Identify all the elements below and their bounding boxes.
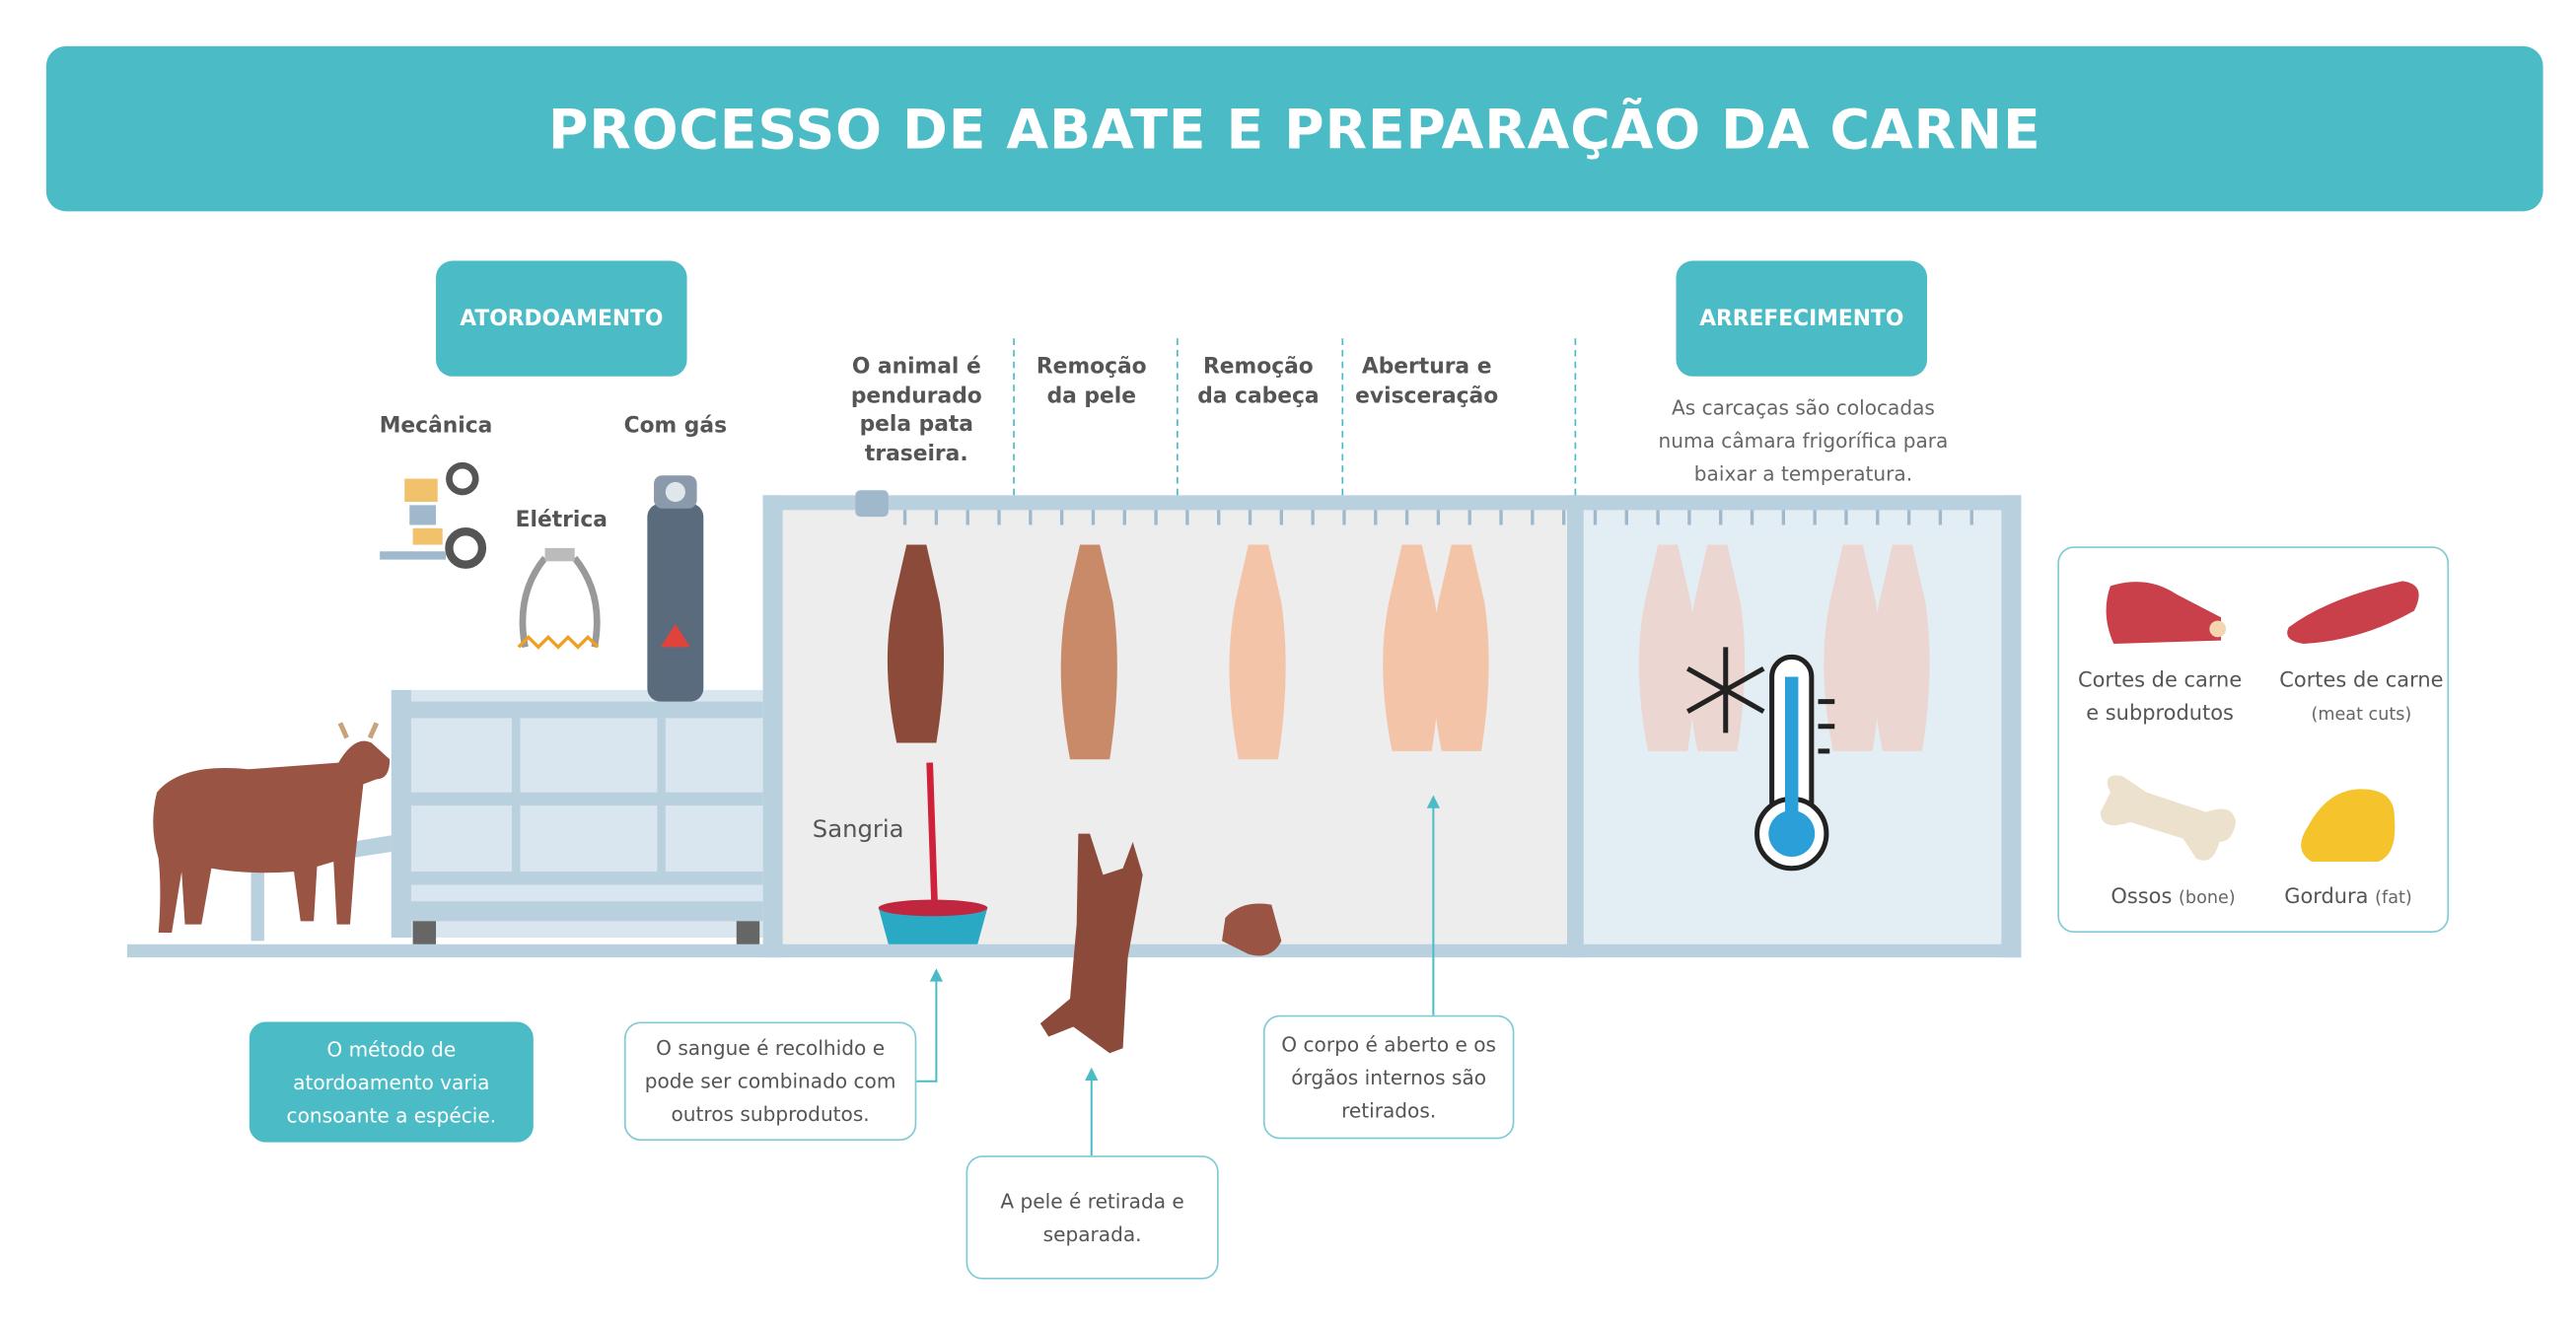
legend-label: Ossos xyxy=(2111,882,2173,908)
carcass xyxy=(1824,544,1881,751)
callout-line: separada. xyxy=(1042,1222,1142,1246)
callout-line: consoante a espécie. xyxy=(286,1103,497,1127)
legend-label: Cortes de carne xyxy=(2078,666,2243,692)
note-line: baixar a temperatura. xyxy=(1693,461,1913,486)
step-hanging: O animal é pendurado pela pata traseira. xyxy=(851,353,982,468)
carcass xyxy=(1873,544,1930,751)
bleeding-label: Sangria xyxy=(812,816,904,844)
legend-bone-icon xyxy=(2100,775,2237,861)
stunning-box xyxy=(250,689,763,944)
callout-line: A pele é retirada e xyxy=(1000,1189,1184,1213)
step-line: O animal é xyxy=(851,354,981,381)
page-title: PROCESSO DE ABATE E PREPARAÇÃO DA CARNE xyxy=(547,96,2041,162)
legend-meat-cut-bone-icon xyxy=(2106,582,2227,645)
thermometer-icon xyxy=(1754,654,1835,872)
callout-line: O método de xyxy=(326,1037,457,1061)
stunning-badge: ATORDOAMENTO xyxy=(436,260,687,377)
legend-sub: (meat cuts) xyxy=(2311,704,2412,726)
note-line: As carcaças são colocadas xyxy=(1671,395,1935,420)
legend-fat-icon xyxy=(2301,789,2396,863)
electric-label: Elétrica xyxy=(515,508,608,533)
callout-blood: O sangue é recolhido e pode ser combinado… xyxy=(623,1021,917,1142)
cooling-badge: ARREFECIMENTO xyxy=(1676,260,1928,377)
gas-cylinder-icon xyxy=(647,475,704,702)
note-line: numa câmara frigorífica para xyxy=(1658,429,1949,453)
carcass xyxy=(1638,544,1695,751)
carcass xyxy=(1060,544,1117,760)
step-line: Remoção xyxy=(1036,354,1147,381)
step-line: Abertura e xyxy=(1361,354,1492,381)
legend-sub: (fat) xyxy=(2375,887,2412,908)
callout-stunning: O método de atordoamento varia consoante a… xyxy=(249,1021,534,1143)
legend-item-meat-byproducts: Cortes de carne e subprodutos xyxy=(2078,664,2242,730)
snowflake-icon xyxy=(1686,647,1765,733)
hide-illustration xyxy=(1039,833,1143,1054)
step-line: pendurado xyxy=(850,384,982,409)
step-line: pela pata xyxy=(859,412,974,438)
legend-item-meat-cuts: Cortes de carne (meat cuts) xyxy=(2279,664,2443,732)
callout-line: O corpo é aberto e os xyxy=(1281,1032,1497,1056)
step-line: da cabeça xyxy=(1197,384,1320,409)
carcass xyxy=(1383,544,1440,751)
step-skin-removal: Remoção da pele xyxy=(1037,353,1147,411)
callout-line: outros subprodutos. xyxy=(671,1102,870,1126)
legend-item-bone: Ossos (bone) xyxy=(2111,879,2235,914)
blood-basin xyxy=(878,762,988,944)
mechanical-label: Mecânica xyxy=(379,414,493,440)
callout-line: O sangue é recolhido e xyxy=(656,1036,886,1060)
carcass xyxy=(1687,544,1746,751)
legend-sub: (bone) xyxy=(2179,887,2236,908)
cooling-note: As carcaças são colocadas numa câmara fri… xyxy=(1659,391,1949,490)
carcass xyxy=(887,544,945,743)
step-line: evisceração xyxy=(1355,384,1499,409)
head-illustration xyxy=(1222,903,1282,956)
legend-label: e subprodutos xyxy=(2086,699,2234,726)
room-frame xyxy=(126,490,2022,958)
callout-skin: A pele é retirada e separada. xyxy=(966,1155,1219,1280)
cow-illustration xyxy=(153,722,391,934)
step-head-removal: Remoção da cabeça xyxy=(1197,353,1319,411)
step-line: traseira. xyxy=(864,441,968,467)
step-line: da pele xyxy=(1046,384,1136,409)
rail-hooks xyxy=(902,510,1973,525)
callout-line: pode ser combinado com xyxy=(644,1070,896,1093)
callout-line: retirados. xyxy=(1341,1098,1437,1122)
legend-steak-icon xyxy=(2287,581,2419,645)
step-evisceration: Abertura e evisceração xyxy=(1355,353,1498,411)
callout-evisceration: O corpo é aberto e os órgãos internos são… xyxy=(1262,1014,1515,1140)
products-legend xyxy=(2057,546,2450,934)
callout-connectors xyxy=(916,795,1441,1156)
legend-label: Cortes de carne xyxy=(2279,666,2444,692)
carcass xyxy=(1229,544,1286,760)
legend-item-fat: Gordura (fat) xyxy=(2284,879,2412,914)
gas-label: Com gás xyxy=(623,414,728,440)
electric-stunner-icon xyxy=(517,547,601,650)
legend-label: Gordura xyxy=(2284,882,2369,908)
step-line: Remoção xyxy=(1203,354,1314,381)
carcasses xyxy=(887,544,1930,760)
callout-line: atordoamento varia xyxy=(293,1070,490,1094)
carcass xyxy=(1432,544,1489,751)
title-banner: PROCESSO DE ABATE E PREPARAÇÃO DA CARNE xyxy=(45,45,2543,212)
callout-line: órgãos internos são xyxy=(1291,1065,1487,1089)
mechanical-stunner-icon xyxy=(380,461,487,569)
